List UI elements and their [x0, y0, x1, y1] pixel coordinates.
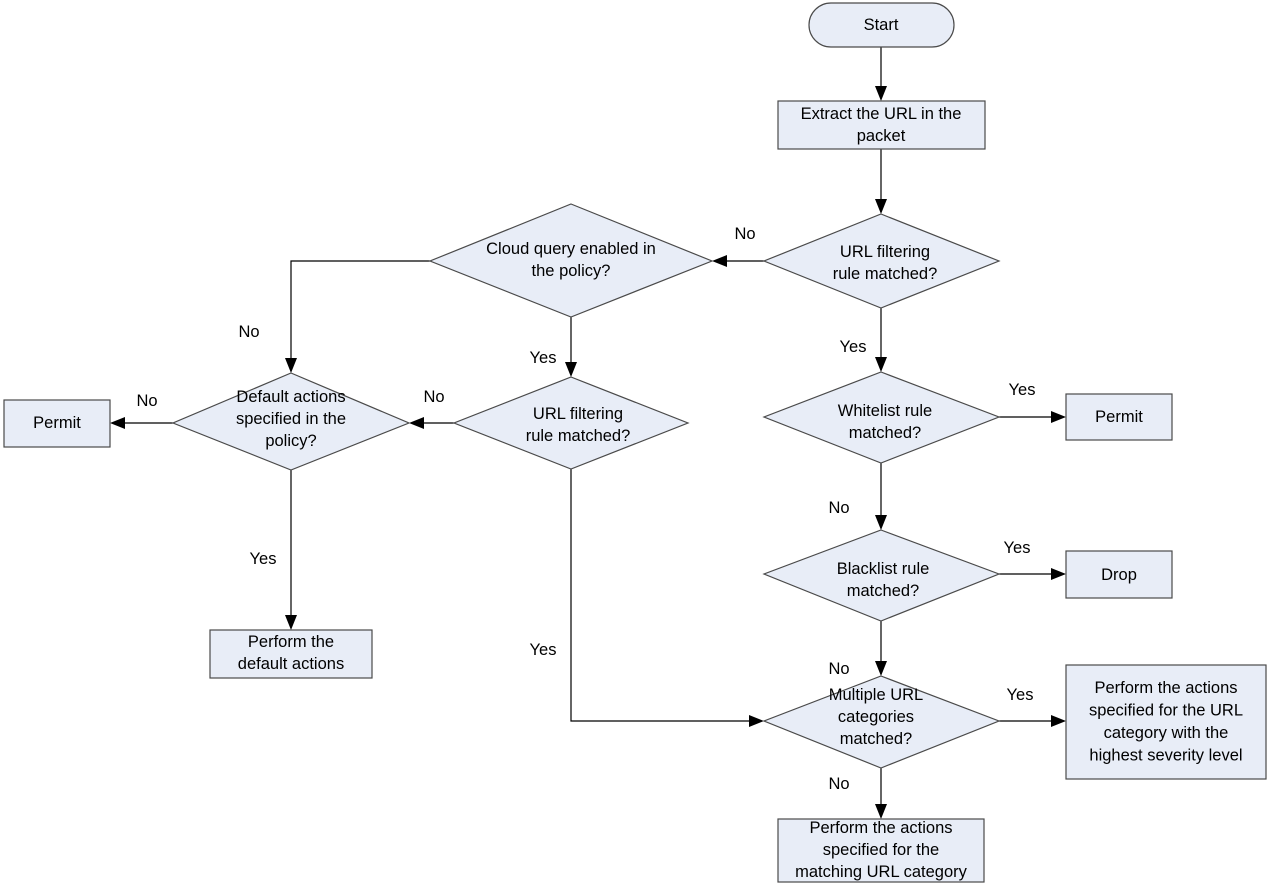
permit-left-box: [3, 399, 111, 448]
multiple-categories-decision: [762, 675, 1001, 769]
url-filtering-decision-1: [762, 213, 1001, 309]
arrowhead: [285, 615, 297, 630]
edge-label-url2-no: No: [423, 388, 444, 406]
permit-left-label: Permit: [33, 414, 81, 432]
arrowhead: [875, 357, 887, 372]
edge-cloud-no-to-default: [290, 260, 430, 358]
edge-label-black-yes: Yes: [1004, 539, 1031, 557]
arrowhead: [110, 417, 125, 429]
edge-label-default-yes: Yes: [250, 550, 277, 568]
edge-label-default-no: No: [136, 392, 157, 410]
arrowhead: [1051, 568, 1066, 580]
edge-label-white-yes: Yes: [1009, 381, 1036, 399]
edge-label-url2-yes: Yes: [530, 641, 557, 659]
edge-label-multi-yes: Yes: [1007, 686, 1034, 704]
arrowhead: [875, 661, 887, 676]
edge-label-cloud-yes: Yes: [530, 349, 557, 367]
edge-label-url1-no: No: [734, 225, 755, 243]
cloud-query-decision: [428, 203, 714, 318]
arrowhead: [1051, 715, 1066, 727]
highest-severity-box: [1065, 664, 1267, 780]
start-label: Start: [864, 16, 899, 34]
edge-label-black-no: No: [828, 660, 849, 678]
drop-box: [1065, 550, 1173, 599]
perform-default-box: [209, 629, 373, 679]
permit-right-label: Permit: [1095, 408, 1143, 426]
arrowhead: [1051, 411, 1066, 423]
edge-label-white-no: No: [828, 499, 849, 517]
matching-category-box: [777, 818, 985, 883]
arrowhead: [409, 417, 424, 429]
edge-label-multi-no: No: [828, 775, 849, 793]
arrowhead: [875, 804, 887, 819]
arrowhead: [875, 199, 887, 214]
url-filtering-decision-2: [452, 376, 690, 470]
arrowhead: [875, 86, 887, 101]
edge-url2-yes-to-multiple: [570, 469, 749, 722]
arrowhead: [875, 515, 887, 530]
connectors: [110, 47, 1066, 819]
edge-label-url1-yes: Yes: [840, 338, 867, 356]
edge-label-cloud-no: No: [238, 323, 259, 341]
default-actions-decision: [171, 372, 411, 471]
blacklist-decision: [762, 529, 1001, 622]
arrowhead: [749, 715, 764, 727]
arrowhead: [285, 358, 297, 373]
arrowhead: [712, 255, 727, 267]
extract-url-box: [777, 100, 986, 150]
permit-right-box: [1065, 393, 1173, 441]
arrowhead: [565, 362, 577, 377]
drop-label: Drop: [1101, 566, 1137, 584]
start-terminal: [808, 2, 955, 48]
whitelist-decision: [762, 371, 1001, 464]
edge-labels: No Yes No Yes No Yes No Yes Yes No Yes N…: [136, 225, 1035, 793]
